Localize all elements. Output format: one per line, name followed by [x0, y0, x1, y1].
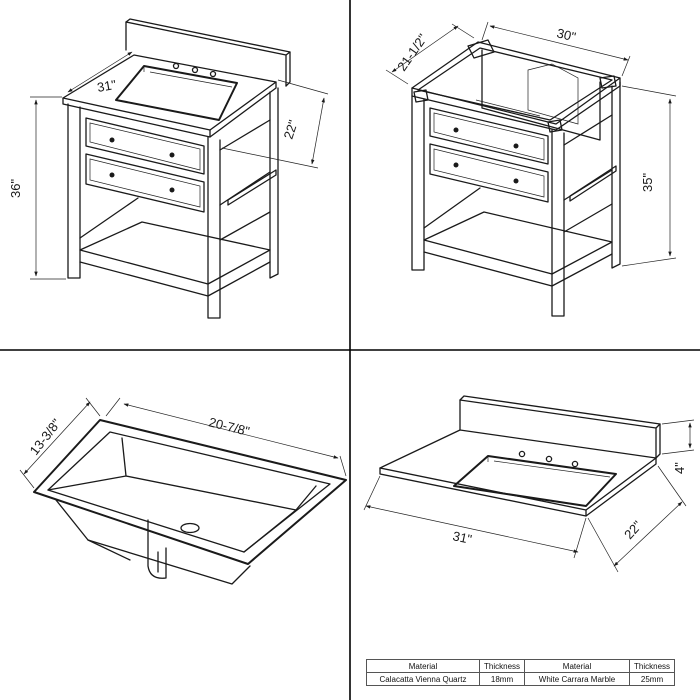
cabinet-width-dimension: 30" — [555, 25, 578, 44]
sink-bowl-view — [19, 397, 347, 585]
cabinet-depth-dimension: 21-1/2" — [394, 31, 430, 74]
spec-table-header-row: Material Thickness Material Thickness — [366, 659, 676, 673]
spec-table-row: Calacatta Vienna Quartz 18mm White Carra… — [366, 672, 676, 686]
sink-width-dimension: 20-7/8" — [207, 414, 251, 439]
cabinet-height-dimension: 35" — [640, 173, 655, 192]
material-spec-table: Material Thickness Material Thickness Ca… — [366, 659, 676, 686]
material-cell: White Carrara Marble — [524, 672, 631, 686]
thickness-cell: 18mm — [478, 672, 526, 686]
material-cell: Calacatta Vienna Quartz — [366, 672, 480, 686]
front-width-dimension: 31" — [96, 77, 118, 95]
backsplash-height-dimension: 4" — [672, 462, 687, 474]
cabinet-base-view — [385, 21, 677, 317]
material-header: Material — [366, 659, 480, 673]
vanity-front-view — [30, 18, 329, 319]
front-height-dimension: 36" — [8, 179, 23, 198]
thickness-cell: 25mm — [629, 672, 676, 686]
front-depth-dimension: 22" — [281, 118, 301, 141]
countertop-view — [363, 395, 695, 573]
thickness-header: Thickness — [478, 659, 526, 673]
top-width-dimension: 31" — [451, 528, 473, 547]
thickness-header: Thickness — [629, 659, 676, 673]
top-depth-dimension: 22" — [621, 518, 645, 542]
material-header: Material — [524, 659, 631, 673]
